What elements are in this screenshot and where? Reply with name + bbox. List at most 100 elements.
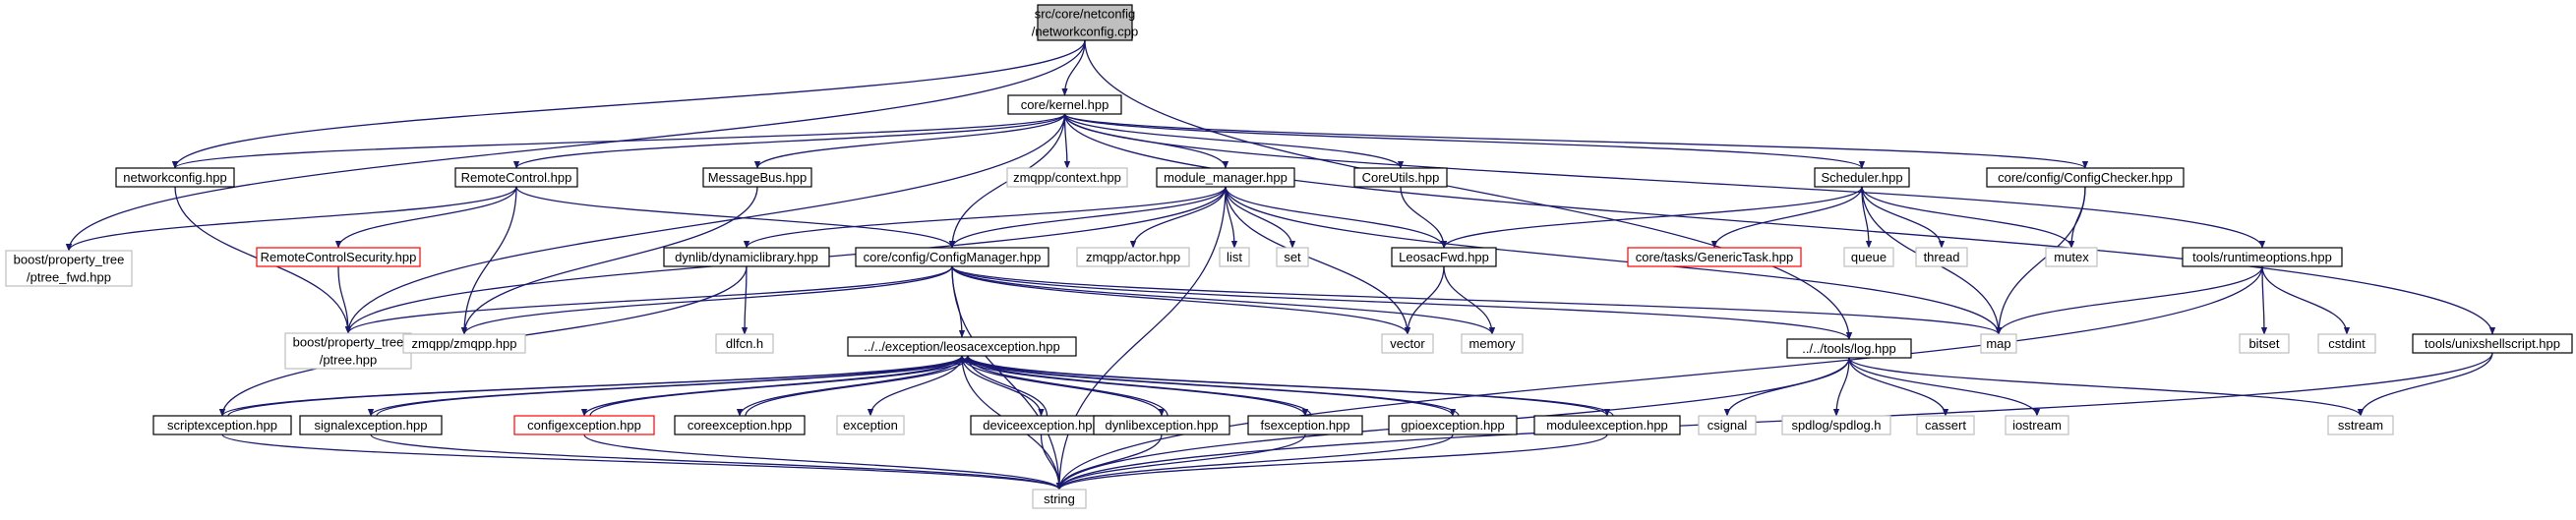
node-scriptexception[interactable]: scriptexception.hpp bbox=[152, 415, 292, 435]
node-label: bitset bbox=[2248, 336, 2279, 351]
node-deviceexception[interactable]: deviceexception.hpp bbox=[970, 415, 1112, 435]
edge-configexception-to-leosacexception bbox=[589, 355, 972, 417]
node-coreutils[interactable]: CoreUtils.hpp bbox=[1353, 167, 1448, 188]
node-configmanager[interactable]: core/config/ConfigManager.hpp bbox=[855, 247, 1049, 267]
node-box bbox=[674, 415, 806, 435]
node-label: csignal bbox=[1707, 418, 1748, 433]
node-cassert[interactable]: cassert bbox=[1916, 415, 1975, 435]
edge-gpioexception-to-leosacexception bbox=[964, 355, 1460, 417]
node-label: configexception.hpp bbox=[527, 418, 641, 433]
edge-root-to-ptree_fwd bbox=[65, 39, 1086, 252]
node-box bbox=[454, 167, 578, 188]
node-zmqpp-zmqpp[interactable]: zmqpp/zmqpp.hpp bbox=[402, 333, 526, 354]
node-gpioexception[interactable]: gpioexception.hpp bbox=[1388, 415, 1518, 435]
edge-kernel-to-unixshellscript bbox=[1063, 113, 2496, 335]
node-label: queue bbox=[1851, 250, 1887, 264]
edge-runtimeoptions-to-string bbox=[1055, 265, 2263, 491]
node-cstdint[interactable]: cstdint bbox=[2317, 333, 2376, 354]
node-label: /ptree_fwd.hpp bbox=[27, 270, 111, 285]
node-coreexception[interactable]: coreexception.hpp bbox=[674, 415, 806, 435]
edge-scriptexception-to-leosacexception bbox=[227, 355, 972, 417]
edge-leosacexception-to-exception bbox=[867, 355, 963, 417]
node-box bbox=[715, 333, 774, 354]
edge-configchecker-to-mutex bbox=[2067, 186, 2086, 249]
node-exception[interactable]: exception bbox=[836, 415, 905, 435]
node-remotecontrol[interactable]: RemoteControl.hpp bbox=[454, 167, 578, 188]
edge-configexception-to-string bbox=[583, 433, 1063, 491]
node-scheduler[interactable]: Scheduler.hpp bbox=[1814, 167, 1910, 188]
node-label: tools/runtimeoptions.hpp bbox=[2192, 250, 2332, 264]
node-leosacexception[interactable]: ../../exception/leosacexception.hpp bbox=[847, 336, 1077, 357]
node-csignal[interactable]: csignal bbox=[1698, 415, 1757, 435]
node-box bbox=[1698, 415, 1757, 435]
node-set[interactable]: set bbox=[1276, 247, 1309, 267]
node-list[interactable]: list bbox=[1219, 247, 1250, 267]
node-label: RemoteControl.hpp bbox=[461, 170, 572, 185]
node-log[interactable]: ../../tools/log.hpp bbox=[1786, 338, 1912, 359]
node-dlfcn[interactable]: dlfcn.h bbox=[715, 333, 774, 354]
node-runtimeoptions[interactable]: tools/runtimeoptions.hpp bbox=[2182, 247, 2343, 267]
node-zmqpp-context[interactable]: zmqpp/context.hpp bbox=[1006, 167, 1128, 188]
node-box bbox=[513, 415, 655, 435]
node-box bbox=[1032, 489, 1087, 509]
node-unixshellscript[interactable]: tools/unixshellscript.hpp bbox=[2412, 333, 2573, 354]
edge-configmanager-to-log bbox=[951, 265, 1853, 340]
node-box bbox=[1916, 415, 1975, 435]
node-ptree-fwd[interactable]: boost/property_tree/ptree_fwd.hpp bbox=[5, 250, 133, 287]
node-sstream[interactable]: sstream bbox=[2327, 415, 2394, 435]
node-kernel[interactable]: core/kernel.hpp bbox=[1007, 94, 1122, 115]
node-iostream[interactable]: iostream bbox=[2005, 415, 2069, 435]
nodes-layer: src/core/netconfig/networkconfig.cpp core… bbox=[5, 4, 2573, 509]
edge-log-to-cassert bbox=[1848, 357, 1949, 417]
node-mutex[interactable]: mutex bbox=[2045, 247, 2098, 267]
node-queue[interactable]: queue bbox=[1843, 247, 1894, 267]
node-label: core/config/ConfigManager.hpp bbox=[864, 250, 1042, 264]
node-configchecker[interactable]: core/config/ConfigChecker.hpp bbox=[1986, 167, 2185, 188]
node-spdlog[interactable]: spdlog/spdlog.h bbox=[1781, 415, 1891, 435]
edge-scheduler-to-generictask bbox=[1710, 186, 1863, 249]
node-label: exception bbox=[843, 418, 898, 433]
node-label: mutex bbox=[2054, 250, 2089, 264]
node-vector[interactable]: vector bbox=[1381, 333, 1434, 354]
node-box bbox=[1007, 94, 1122, 115]
node-label: signalexception.hpp bbox=[315, 418, 428, 433]
node-box bbox=[2239, 333, 2290, 354]
node-box bbox=[847, 336, 1077, 357]
edge-module_manager-to-configmanager bbox=[948, 186, 1227, 249]
node-bitset[interactable]: bitset bbox=[2239, 333, 2290, 354]
edge-configmanager-to-vector bbox=[951, 265, 1411, 335]
node-module-manager[interactable]: module_manager.hpp bbox=[1156, 167, 1295, 188]
node-dynamiclibrary[interactable]: dynlib/dynamiclibrary.hpp bbox=[663, 247, 830, 267]
node-box bbox=[1156, 167, 1295, 188]
node-leosacfwd[interactable]: LeosacFwd.hpp bbox=[1391, 247, 1497, 267]
node-thread[interactable]: thread bbox=[1915, 247, 1968, 267]
node-generictask[interactable]: core/tasks/GenericTask.hpp bbox=[1627, 247, 1802, 267]
node-memory[interactable]: memory bbox=[1461, 333, 1524, 354]
node-box bbox=[1843, 247, 1894, 267]
node-box bbox=[1986, 167, 2185, 188]
node-networkconfig-hpp[interactable]: networkconfig.hpp bbox=[115, 167, 235, 188]
edge-fsexception-to-leosacexception bbox=[964, 355, 1312, 417]
node-label: boost/property_tree bbox=[293, 335, 404, 350]
node-configexception[interactable]: configexception.hpp bbox=[513, 415, 655, 435]
node-box bbox=[1247, 415, 1363, 435]
node-string[interactable]: string bbox=[1032, 489, 1087, 509]
edge-runtimeoptions-to-cstdint bbox=[2261, 265, 2351, 335]
node-messagebus[interactable]: MessageBus.hpp bbox=[702, 167, 812, 188]
node-root[interactable]: src/core/netconfig/networkconfig.cpp bbox=[1032, 4, 1138, 41]
node-moduleexception[interactable]: moduleexception.hpp bbox=[1533, 415, 1681, 435]
edge-moduleexception-to-string bbox=[1055, 433, 1608, 491]
node-label: zmqpp/actor.hpp bbox=[1086, 250, 1180, 264]
node-label: gpioexception.hpp bbox=[1401, 418, 1505, 433]
node-ptree[interactable]: boost/property_tree/ptree.hpp bbox=[284, 332, 412, 370]
node-box bbox=[2327, 415, 2394, 435]
node-zmqpp-actor[interactable]: zmqpp/actor.hpp bbox=[1076, 247, 1190, 267]
edge-configmanager-to-memory bbox=[951, 265, 1496, 335]
node-map[interactable]: map bbox=[1980, 333, 2017, 354]
node-label: tools/unixshellscript.hpp bbox=[2425, 336, 2560, 351]
node-dynlibexception[interactable]: dynlibexception.hpp bbox=[1093, 415, 1230, 435]
node-signalexception[interactable]: signalexception.hpp bbox=[299, 415, 443, 435]
node-fsexception[interactable]: fsexception.hpp bbox=[1247, 415, 1363, 435]
node-remotecontrolsecurity[interactable]: RemoteControlSecurity.hpp bbox=[256, 247, 421, 267]
node-label: list bbox=[1227, 250, 1242, 264]
